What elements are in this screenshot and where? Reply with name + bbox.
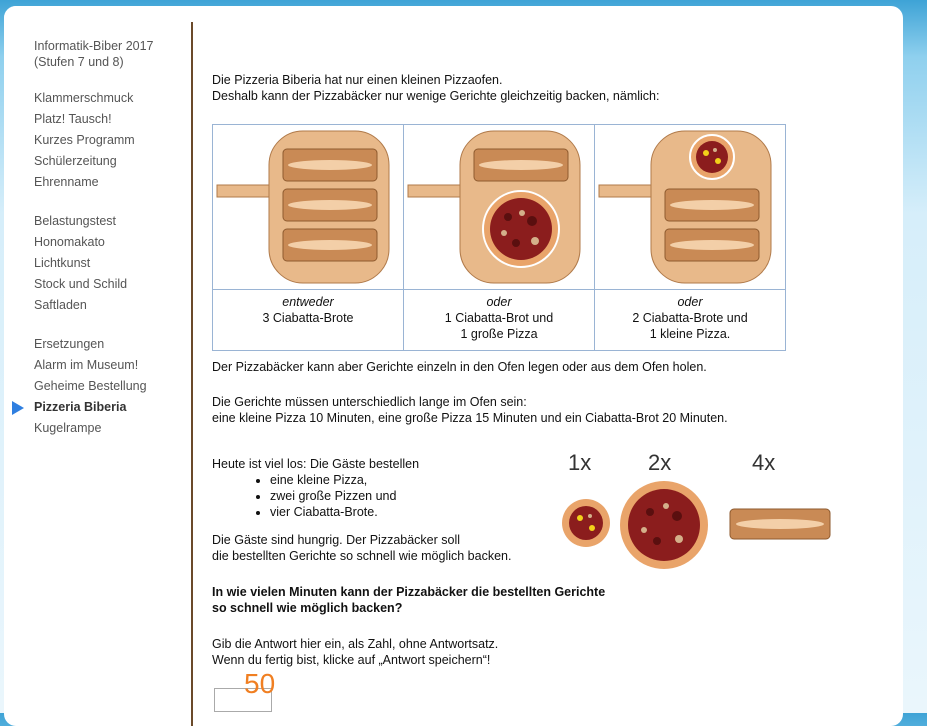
instructions-line1: Gib die Antwort hier ein, als Zahl, ohne… — [212, 637, 499, 651]
order-item: zwei große Pizzen und — [270, 488, 552, 504]
sidebar-item[interactable]: Kurzes Programm — [34, 133, 135, 147]
para3-line2: eine kleine Pizza 10 Minuten, eine große… — [212, 411, 728, 425]
small-pizza-icon — [689, 134, 735, 180]
sidebar-item[interactable]: Platz! Tausch! — [34, 112, 112, 126]
peel-bread-large-pizza-image — [407, 130, 581, 284]
large-pizza-icon — [620, 481, 708, 569]
option-line1: 3 Ciabatta-Brote — [262, 311, 354, 325]
sidebar-item-active[interactable]: Pizzeria Biberia — [12, 397, 194, 418]
order-images — [562, 481, 831, 569]
bread-icon — [664, 188, 760, 222]
intro-line2: Deshalb kann der Pizzabäcker nur wenige … — [212, 89, 660, 103]
order-intro: Heute ist viel los: Die Gäste bestellen — [212, 457, 420, 471]
sidebar-item[interactable]: Klammerschmuck — [34, 91, 134, 105]
large-pizza-icon — [482, 190, 560, 268]
sidebar-title-line2: (Stufen 7 und 8) — [34, 55, 124, 69]
bread-icon — [282, 228, 378, 262]
sidebar-title[interactable]: Informatik-Biber 2017 (Stufen 7 und 8) — [34, 38, 194, 70]
sidebar-item[interactable]: Schülerzeitung — [34, 154, 117, 168]
order-item: eine kleine Pizza, — [270, 472, 552, 488]
question-line2: so schnell wie möglich backen? — [212, 601, 403, 615]
sidebar-group-1: Klammerschmuck Platz! Tausch! Kurzes Pro… — [34, 88, 194, 193]
sidebar-item[interactable]: Kugelrampe — [34, 421, 102, 435]
para-hungry-guests: Die Gäste sind hungrig. Der Pizzabäcker … — [212, 532, 511, 564]
bread-icon — [664, 228, 760, 262]
para2-text: Der Pizzabäcker kann aber Gerichte einze… — [212, 360, 707, 374]
intro-line1: Die Pizzeria Biberia hat nur einen klein… — [212, 73, 503, 87]
count-large-pizza: 2x — [648, 450, 672, 475]
sidebar-item-label: Pizzeria Biberia — [34, 400, 127, 414]
option-image-cell — [594, 124, 786, 290]
sidebar-item[interactable]: Lichtkunst — [34, 256, 91, 270]
sidebar-item[interactable]: Honomakato — [34, 235, 105, 249]
question-line1: In wie vielen Minuten kann der Pizzabäck… — [212, 585, 606, 599]
option-word: entweder — [282, 295, 334, 309]
option-line2: 1 große Pizza — [460, 327, 538, 341]
oven-options-table: entweder 3 Ciabatta-Brote oder 1 Ciabatt… — [212, 124, 786, 351]
option-line1: 2 Ciabatta-Brote und — [632, 311, 748, 325]
sidebar-item[interactable]: Geheime Bestellung — [34, 379, 147, 393]
bread-icon — [282, 148, 378, 182]
sidebar-item[interactable]: Alarm im Museum! — [34, 358, 139, 372]
order-item: vier Ciabatta-Brote. — [270, 504, 552, 520]
sidebar-group-3: Ersetzungen Alarm im Museum! Geheime Bes… — [12, 334, 194, 439]
bread-icon — [282, 188, 378, 222]
bread-icon — [729, 508, 831, 540]
para-bake-times: Die Gerichte müssen unterschiedlich lang… — [212, 394, 728, 426]
sidebar-item[interactable]: Ersetzungen — [34, 337, 105, 351]
peel-3-breads-image — [216, 130, 390, 284]
option-caption: oder 2 Ciabatta-Brote und 1 kleine Pizza… — [594, 289, 786, 351]
para-oven-handling: Der Pizzabäcker kann aber Gerichte einze… — [212, 359, 707, 375]
option-caption: oder 1 Ciabatta-Brot und 1 große Pizza — [403, 289, 595, 351]
sidebar: Informatik-Biber 2017 (Stufen 7 und 8) K… — [12, 38, 194, 439]
answer-instructions: Gib die Antwort hier ein, als Zahl, ohne… — [212, 636, 498, 668]
sidebar-item[interactable]: Ehrenname — [34, 175, 99, 189]
answer-value: 50 — [244, 668, 276, 699]
para5-line1: Die Gäste sind hungrig. Der Pizzabäcker … — [212, 533, 461, 547]
current-item-arrow-icon — [12, 401, 24, 415]
option-line1: 1 Ciabatta-Brot und — [444, 311, 554, 325]
option-line2: 1 kleine Pizza. — [649, 327, 731, 341]
option-word: oder — [486, 295, 512, 309]
question-text: In wie vielen Minuten kann der Pizzabäck… — [212, 584, 605, 616]
sidebar-group-2: Belastungstest Honomakato Lichtkunst Sto… — [34, 211, 194, 316]
answer-input[interactable] — [214, 688, 272, 712]
bread-icon — [473, 148, 569, 182]
sidebar-item[interactable]: Saftladen — [34, 298, 87, 312]
order-items: eine kleine Pizza, zwei große Pizzen und… — [212, 472, 552, 520]
peel-2-breads-small-pizza-image — [598, 130, 772, 284]
sidebar-background — [4, 6, 196, 538]
count-small-pizza: 1x — [568, 450, 592, 475]
main-panel: Informatik-Biber 2017 (Stufen 7 und 8) K… — [4, 6, 903, 726]
option-caption: entweder 3 Ciabatta-Brote — [212, 289, 404, 351]
para3-line1: Die Gerichte müssen unterschiedlich lang… — [212, 395, 527, 409]
count-bread: 4x — [752, 450, 776, 475]
small-pizza-icon — [562, 499, 610, 547]
option-image-cell — [403, 124, 595, 290]
order-list: Heute ist viel los: Die Gäste bestellen … — [212, 456, 552, 520]
sidebar-title-line1: Informatik-Biber 2017 — [34, 39, 154, 53]
sidebar-item[interactable]: Stock und Schild — [34, 277, 128, 291]
option-word: oder — [677, 295, 703, 309]
para5-line2: die bestellten Gerichte so schnell wie m… — [212, 549, 512, 563]
order-illustration: 1x 2x 4x — [552, 446, 832, 576]
option-image-cell — [212, 124, 404, 290]
sidebar-item[interactable]: Belastungstest — [34, 214, 116, 228]
content-divider — [191, 22, 193, 726]
instructions-line2: Wenn du fertig bist, klicke auf „Antwort… — [212, 653, 491, 667]
intro-text: Die Pizzeria Biberia hat nur einen klein… — [212, 72, 659, 104]
